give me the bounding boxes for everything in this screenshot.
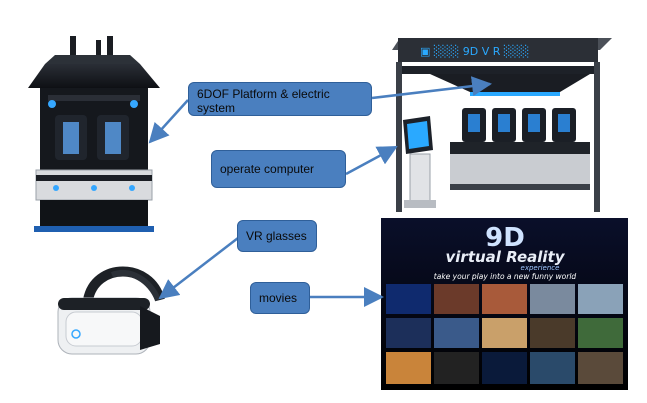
computer-label-text: operate computer [220,162,315,176]
arrow-platform-to-left-machine [148,99,189,144]
poster-subtitle: virtual Reality [446,248,566,266]
movie-poster-image: 9D virtual Reality experience take your … [381,218,628,390]
arrow-platform-to-cinema [371,76,492,100]
poster-title: 9D [485,223,525,253]
arrow-vr-to-headset [158,237,239,300]
two-seat-vr-machine-image [28,36,160,232]
computer-label: operate computer [211,150,346,188]
platform-label-text: 6DOF Platform & electric system [197,87,330,115]
platform-label: 6DOF Platform & electric system [188,82,372,116]
svg-text:▣ ░░░ 9D V R ░░░: ▣ ░░░ 9D V R ░░░ [420,45,529,58]
movie-thumbnail-grid [386,284,623,384]
vr-headset-image [57,266,165,355]
arrow-computer-to-kiosk [345,145,398,176]
vr-glasses-label: VR glasses [237,220,317,252]
movies-label-text: movies [259,291,298,305]
vr-glasses-label-text: VR glasses [246,229,307,243]
four-seat-vr-cinema-image: ▣ ░░░ 9D V R ░░░ [392,38,612,212]
poster-tagline: experience [521,264,560,272]
movies-label: movies [250,282,310,314]
poster-slogan: take your play into a new funny world [434,272,577,281]
